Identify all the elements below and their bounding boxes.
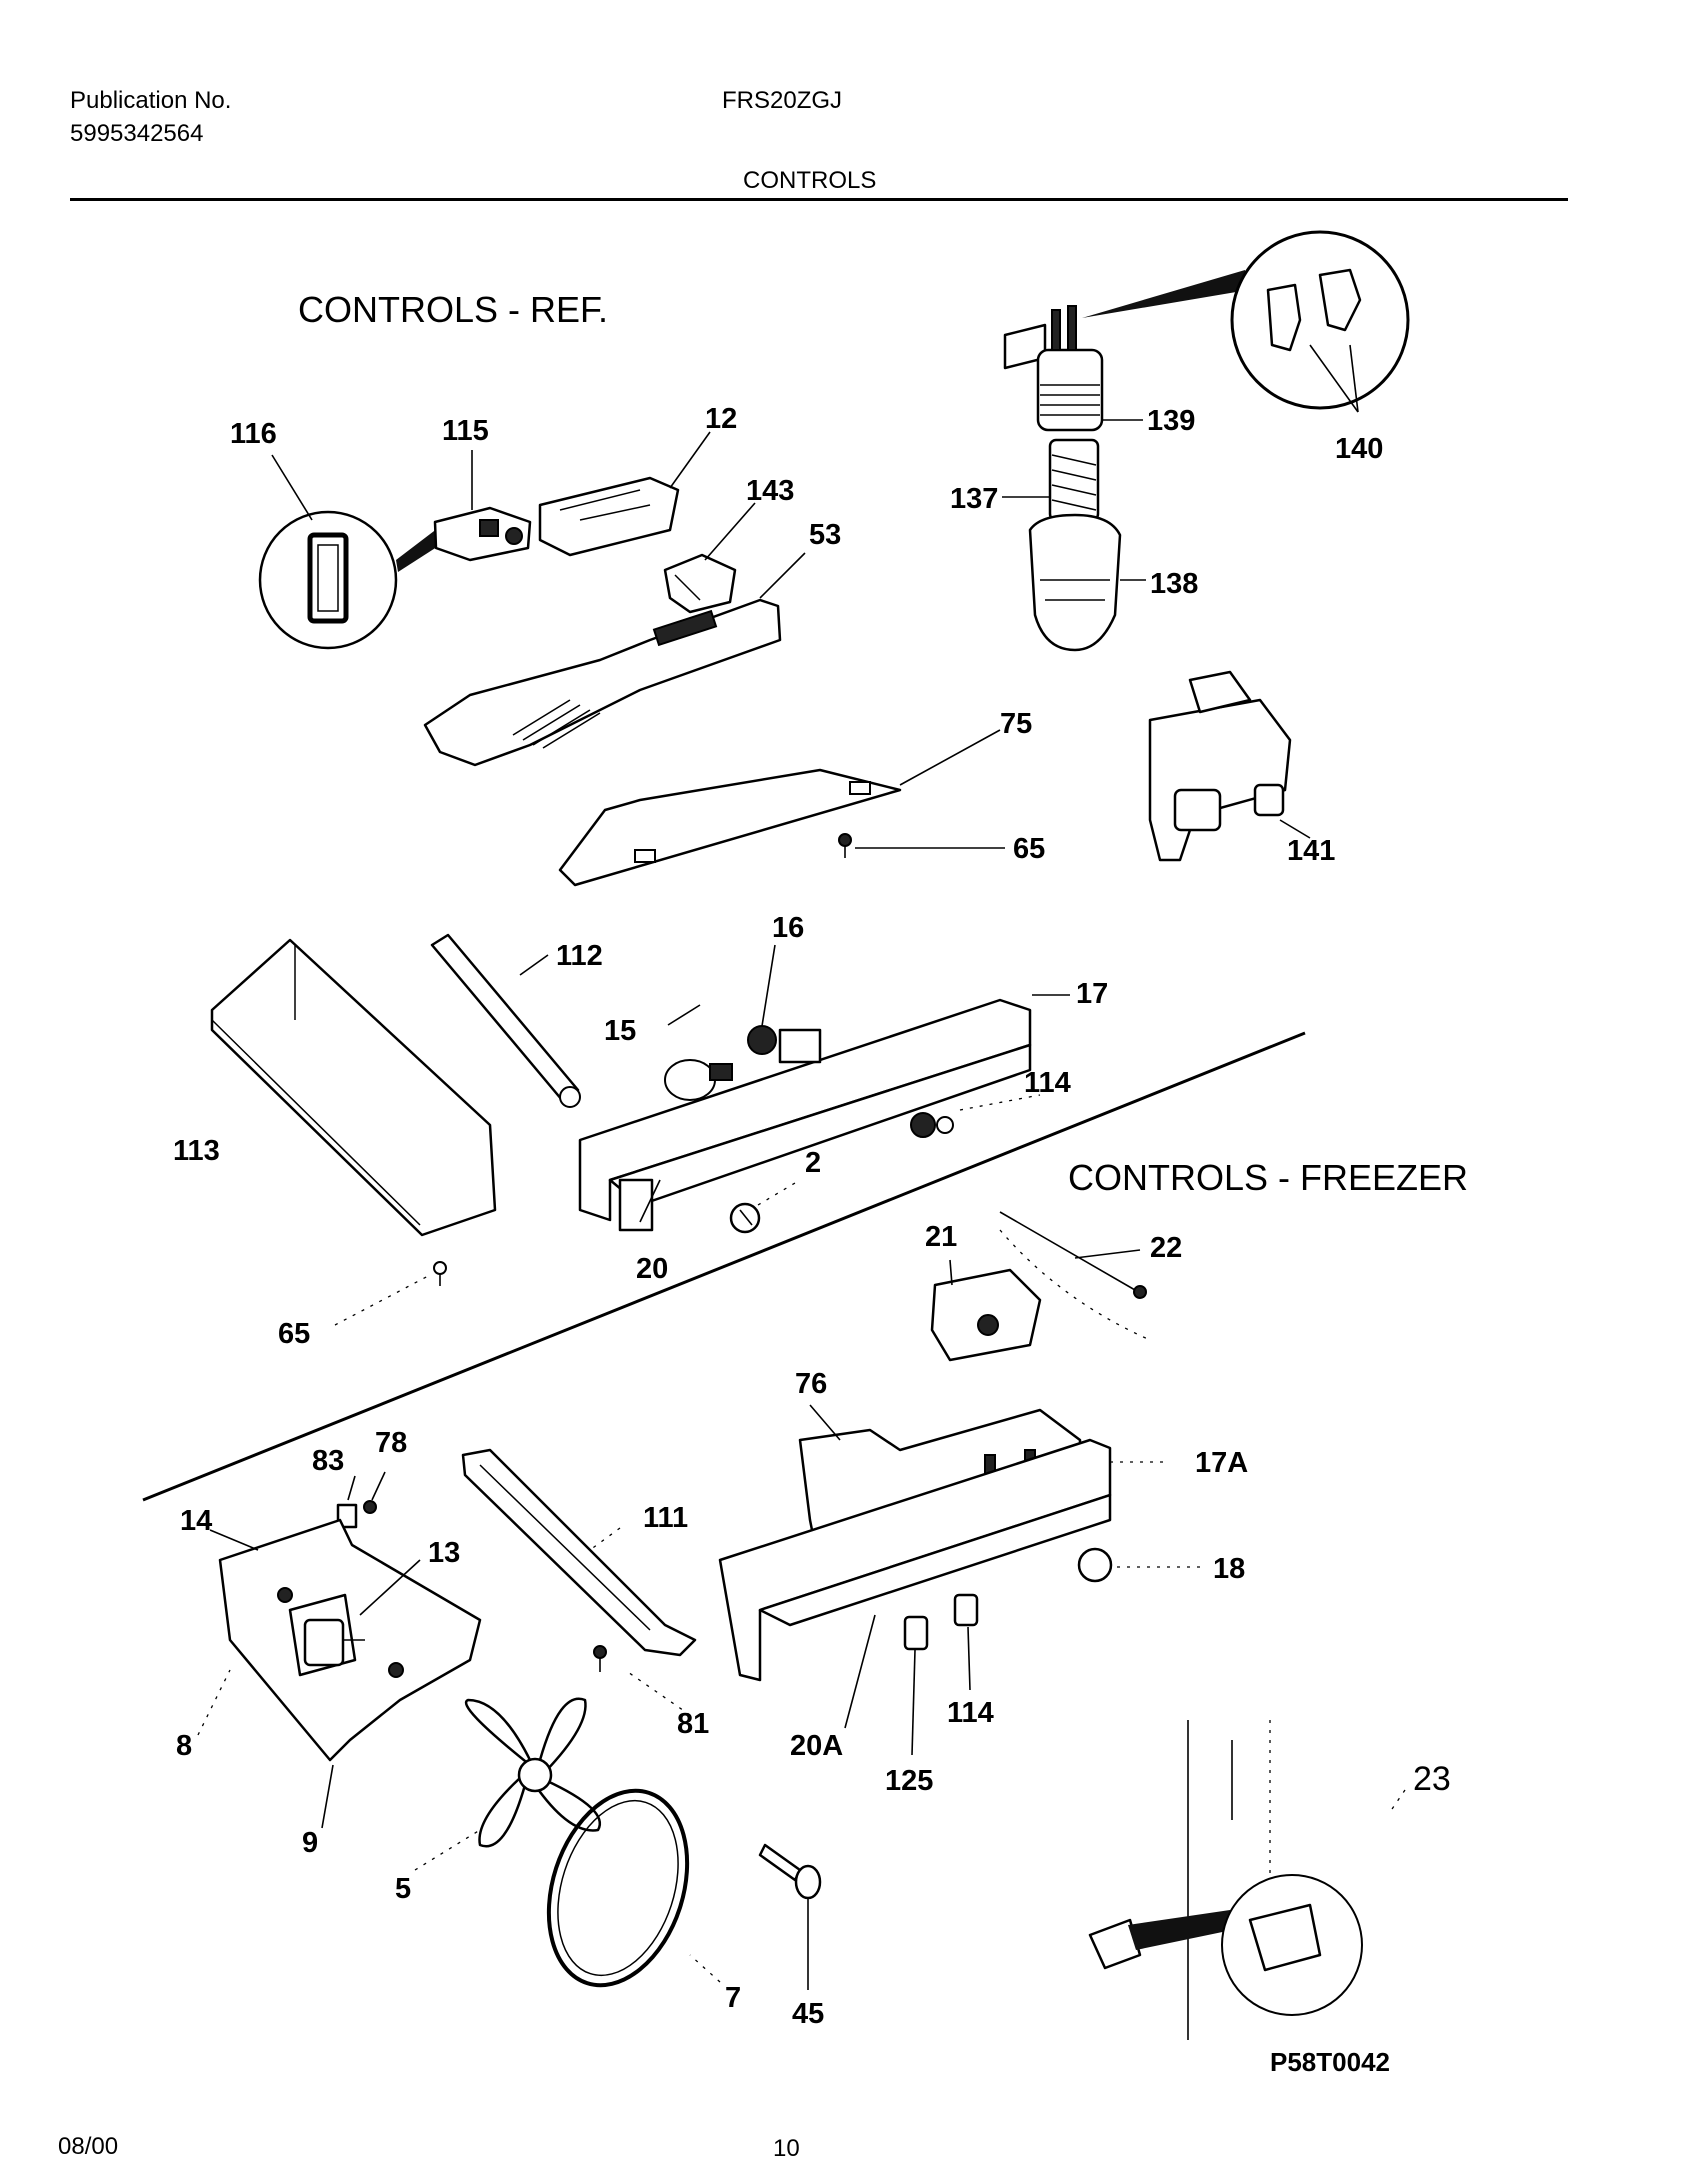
part-83-clip (336, 1503, 358, 1529)
part-label-137: 137 (950, 483, 998, 515)
part-2-knob (729, 1202, 761, 1234)
publication-number: 5995342564 (70, 120, 204, 147)
part-label-45: 45 (792, 1998, 824, 2030)
part-label-83: 83 (312, 1445, 344, 1477)
part-labels: 116 115 12 143 53 139 140 137 138 75 65 … (173, 403, 1451, 2030)
part-141-water-valve (1148, 670, 1292, 862)
footer-page-number: 10 (773, 2135, 800, 2162)
part-label-111: 111 (643, 1502, 688, 1534)
part-18-knob (1077, 1547, 1113, 1583)
part-label-13: 13 (428, 1537, 460, 1569)
part-21-thermostat (930, 1268, 1042, 1362)
part-label-5: 5 (395, 1873, 411, 1905)
part-label-78: 78 (375, 1427, 407, 1459)
part-140-fittings-detail (1230, 230, 1410, 410)
publication-label: Publication No. (70, 87, 232, 114)
part-12-cover (538, 476, 680, 557)
part-label-7: 7 (725, 1982, 741, 2014)
part-label-17a: 17A (1195, 1447, 1248, 1479)
part-22-capillary (999, 1211, 1151, 1341)
part-116-seal-detail (258, 510, 440, 650)
part-23-cabinet-detail (1088, 1720, 1363, 2040)
part-label-53: 53 (809, 519, 841, 551)
part-17-control-panel (578, 998, 1032, 1232)
part-label-140: 140 (1335, 433, 1383, 465)
part-label-125: 125 (885, 1765, 933, 1797)
part-label-116: 116 (230, 418, 277, 450)
part-label-141: 141 (1287, 835, 1335, 867)
part-75-bracket (558, 768, 902, 887)
part-label-23: 23 (1413, 1760, 1451, 1798)
part-114-thermostat-freezer (953, 1593, 979, 1627)
part-label-76: 76 (795, 1368, 827, 1400)
part-label-20a: 20A (790, 1730, 843, 1762)
magnifier-beam-140 (1082, 270, 1248, 318)
part-53-housing (423, 598, 782, 767)
part-65-screw-lower (433, 1261, 447, 1286)
part-15-bulb (664, 1059, 733, 1101)
part-label-18: 18 (1213, 1553, 1245, 1585)
part-114-thermostat-ref (910, 1112, 954, 1138)
drawing-code: P58T0042 (1270, 2047, 1390, 2077)
part-label-65-top: 65 (1013, 833, 1045, 865)
part-label-114-freezer: 114 (947, 1697, 994, 1729)
part-label-114-ref: 114 (1024, 1067, 1071, 1099)
part-label-20: 20 (636, 1253, 668, 1285)
leader-lines (197, 344, 1406, 1990)
part-label-81: 81 (677, 1708, 709, 1740)
section-title: CONTROLS (743, 167, 877, 194)
part-16-socket (747, 1025, 777, 1055)
part-label-2: 2 (805, 1147, 821, 1179)
part-label-65-lower: 65 (278, 1318, 310, 1350)
part-17a-freezer-panel (718, 1438, 1112, 1682)
part-label-21: 21 (925, 1221, 957, 1253)
part-label-15: 15 (604, 1015, 636, 1047)
part-13-fan-motor (303, 1618, 365, 1667)
section-title-freezer: CONTROLS - FREEZER (1068, 1157, 1468, 1198)
part-111-duct (461, 1448, 697, 1657)
part-81-screw (593, 1645, 607, 1672)
part-label-115: 115 (442, 415, 489, 447)
part-label-143: 143 (746, 475, 794, 507)
footer-date: 08/00 (58, 2133, 119, 2160)
part-115-clip (433, 506, 532, 562)
part-label-113: 113 (173, 1135, 220, 1167)
part-65-screw-top (838, 833, 852, 858)
header-divider (70, 198, 1568, 201)
part-label-16: 16 (772, 912, 804, 944)
part-113-shelf-rail (210, 938, 497, 1237)
part-7-fan-shroud (546, 1788, 690, 1988)
part-label-138: 138 (1150, 568, 1198, 600)
part-label-12: 12 (705, 403, 737, 435)
part-78-screw (363, 1500, 377, 1514)
section-title-ref: CONTROLS - REF. (298, 289, 608, 330)
part-label-17: 17 (1076, 978, 1108, 1010)
part-125-switch (903, 1615, 929, 1651)
part-label-8: 8 (176, 1730, 192, 1762)
part-112-rod (430, 933, 581, 1108)
part-139-filter-head (1003, 305, 1104, 432)
section-divider-line (142, 1031, 1306, 1502)
model-number: FRS20ZGJ (722, 87, 843, 114)
part-143-bracket (663, 553, 737, 614)
part-label-9: 9 (302, 1827, 318, 1859)
part-45-screw (758, 1843, 822, 1900)
part-label-75: 75 (1000, 708, 1032, 740)
part-137-filter-cartridge (1048, 438, 1100, 522)
part-label-139: 139 (1147, 405, 1195, 437)
part-138-filter-housing (1028, 513, 1122, 652)
part-label-22: 22 (1150, 1232, 1182, 1264)
part-label-14: 14 (180, 1505, 212, 1537)
part-label-112: 112 (556, 940, 603, 972)
